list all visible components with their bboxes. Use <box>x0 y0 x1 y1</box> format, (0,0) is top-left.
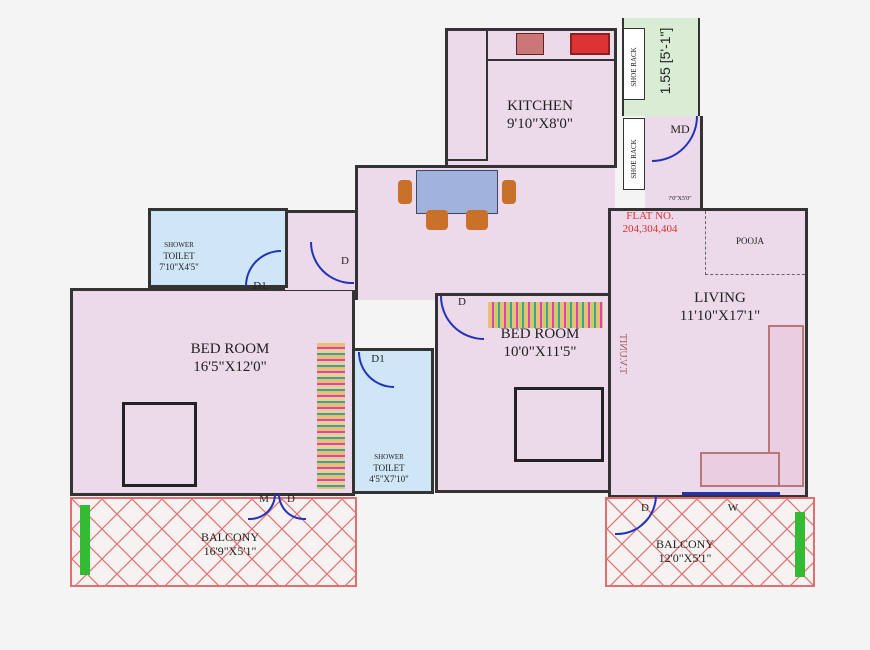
balcony-2-size: 12'0"X5'1" <box>658 551 712 565</box>
flat-no-values: 204,304,404 <box>622 223 678 235</box>
stove <box>516 33 544 55</box>
planter <box>795 512 805 577</box>
kitchen-counter <box>448 31 488 161</box>
planter <box>80 505 90 575</box>
living-name: LIVING <box>694 290 746 306</box>
dining-table <box>416 170 498 214</box>
bed-1 <box>122 402 197 487</box>
door-label-d: D <box>641 502 649 514</box>
balcony-2-name: BALCONY <box>655 537 714 551</box>
shoe-rack-2 <box>623 118 645 190</box>
bedroom-2-label: BED ROOM 10'0"X11'5" <box>485 325 595 361</box>
chair <box>426 210 448 230</box>
balcony-1 <box>70 497 357 587</box>
toilet-2-size: 4'5"X7'10" <box>369 474 409 484</box>
flat-number: FLAT NO.204,304,404 <box>610 210 690 236</box>
door-label-d: D <box>287 493 295 505</box>
toilet-2-name: TOILET <box>373 463 405 473</box>
living-size: 11'10"X17'1" <box>679 308 761 324</box>
sink <box>570 33 610 55</box>
toilet-2-shower: SHOWER <box>374 453 404 461</box>
toilet-1-size: 7'10"X4'5" <box>159 262 199 272</box>
sofa-base <box>700 452 780 487</box>
kitchen-label: KITCHEN 9'10"X8'0" <box>490 97 590 133</box>
toilet-2 <box>352 348 434 494</box>
door-label-d1: D1 <box>371 353 385 365</box>
kitchen-size: 9'10"X8'0" <box>507 116 573 132</box>
shoe-rack-label-2: SHOE RACK <box>630 139 638 179</box>
bedroom-2-size: 10'0"X11'5" <box>503 344 577 360</box>
window-w <box>682 492 780 495</box>
bedroom-1-size: 16'5"X12'0" <box>193 359 267 375</box>
door-label-d1: D1 <box>253 280 267 292</box>
entrance-dimension: 1.55 [5'-1"] <box>657 27 673 95</box>
door-label-m: M <box>259 493 269 505</box>
window-label-w: W <box>727 502 739 514</box>
bedroom-2-name: BED ROOM <box>500 326 580 342</box>
kitchen-name: KITCHEN <box>507 98 573 114</box>
flat-no-label: FLAT NO. <box>626 210 674 222</box>
bedroom-1 <box>70 288 355 496</box>
kitchen-counter-top <box>486 31 614 61</box>
tv-unit-label: T.V.UNIT <box>617 333 628 375</box>
wardrobe-bedroom-2 <box>488 302 603 328</box>
toilet-1-shower: SHOWER <box>164 241 194 249</box>
balcony-hatch <box>72 499 355 585</box>
bed-2 <box>514 387 604 462</box>
living-label: LIVING 11'10"X17'1" <box>665 289 775 325</box>
bedroom-1-name: BED ROOM <box>190 341 270 357</box>
bedroom-1-label: BED ROOM 16'5"X12'0" <box>175 340 285 376</box>
chair <box>398 180 412 204</box>
pooja-area <box>705 211 805 275</box>
passage-dimension: ?'0"X5'0" <box>668 196 692 202</box>
door-label-d: D <box>458 296 466 308</box>
main-door-label: MD <box>670 122 690 136</box>
toilet-1-name: TOILET <box>163 251 195 261</box>
chair <box>466 210 488 230</box>
balcony-1-size: 16'9"X5'1" <box>203 544 257 558</box>
door-label-d: D <box>341 255 349 267</box>
balcony-1-name: BALCONY <box>200 530 259 544</box>
wardrobe-bedroom-1 <box>317 343 345 489</box>
shoe-rack-label-1: SHOE RACK <box>630 47 638 87</box>
pooja-label: POOJA <box>735 236 764 246</box>
chair <box>502 180 516 204</box>
shoe-rack-1 <box>623 28 645 100</box>
